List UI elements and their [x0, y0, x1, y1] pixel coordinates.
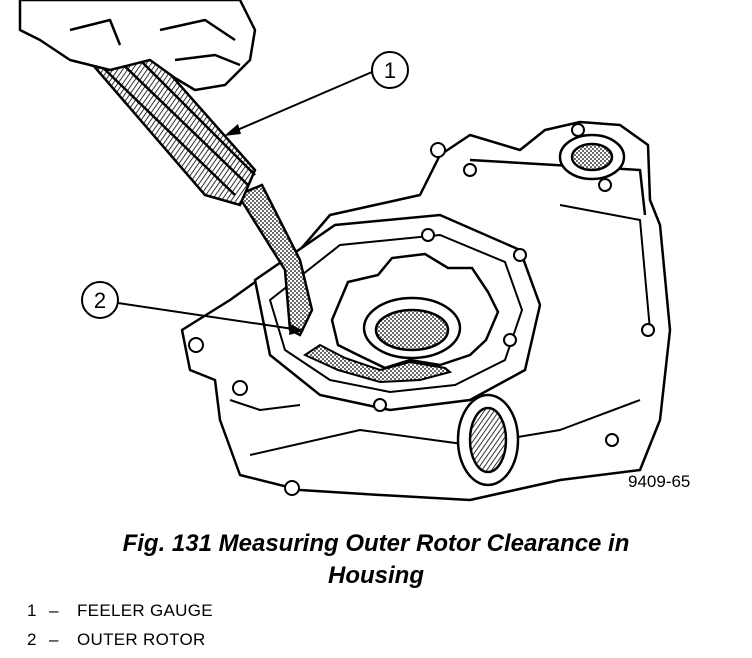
legend-item-outer-rotor: 2–OUTER ROTOR — [27, 630, 206, 650]
callout-1-number: 1 — [384, 58, 396, 83]
legend-item-feeler-gauge: 1–FEELER GAUGE — [27, 601, 213, 621]
legend-separator: – — [49, 601, 59, 620]
inlet-boss — [456, 393, 520, 487]
bolt-holes — [188, 123, 655, 496]
inner-rotor — [362, 296, 462, 360]
callout-2: 2 — [81, 281, 304, 335]
legend-number: 2 — [27, 630, 37, 649]
legend-separator: – — [49, 630, 59, 649]
oil-pump-illustration: 1 2 — [18, 0, 672, 502]
outlet-boss — [558, 133, 626, 181]
legend-label: OUTER ROTOR — [77, 630, 206, 649]
figure-caption-line1: Fig. 131 Measuring Outer Rotor Clearance… — [122, 530, 630, 557]
feeler-gauge-drawing — [77, 38, 314, 337]
callout-2-number: 2 — [94, 288, 106, 313]
figure-caption-line2: Housing — [328, 562, 424, 589]
hand-drawing — [18, 0, 257, 92]
legend-number: 1 — [27, 601, 37, 620]
drawing-number: 9409-65 — [628, 472, 691, 491]
legend-label: FEELER GAUGE — [77, 601, 213, 620]
callout-1: 1 — [224, 51, 409, 136]
